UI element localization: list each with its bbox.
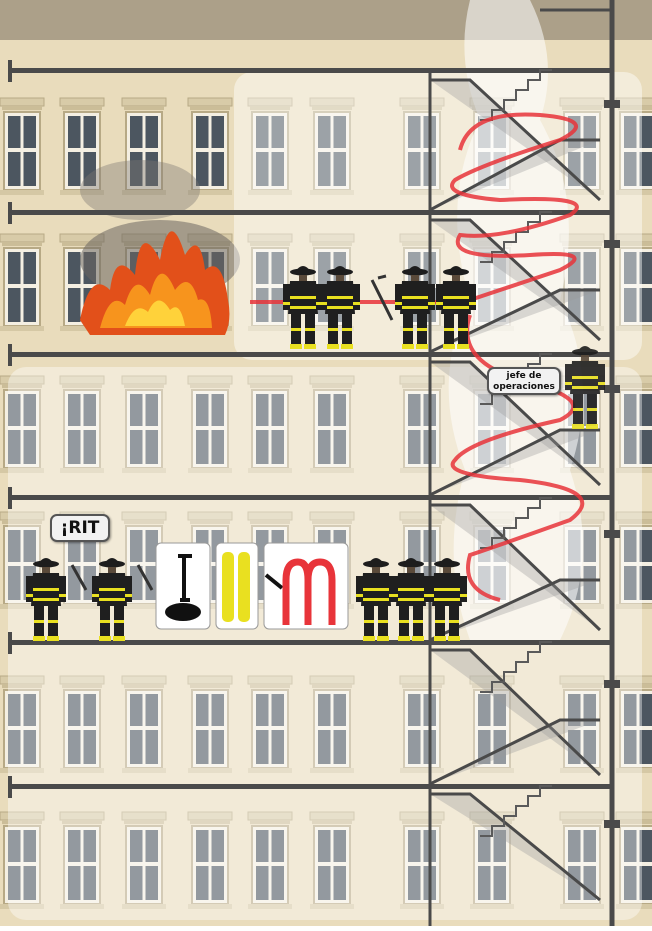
rit-equipment [156,543,348,629]
rit-team-label: ¡RIT [50,514,110,542]
rescue-rope-bag-icon [165,603,201,621]
operations-chief-label-line2: operaciones [489,382,559,393]
operations-chief-label: jefe de operaciones [487,367,561,395]
operations-chief-label-line1: jefe de [489,371,559,382]
